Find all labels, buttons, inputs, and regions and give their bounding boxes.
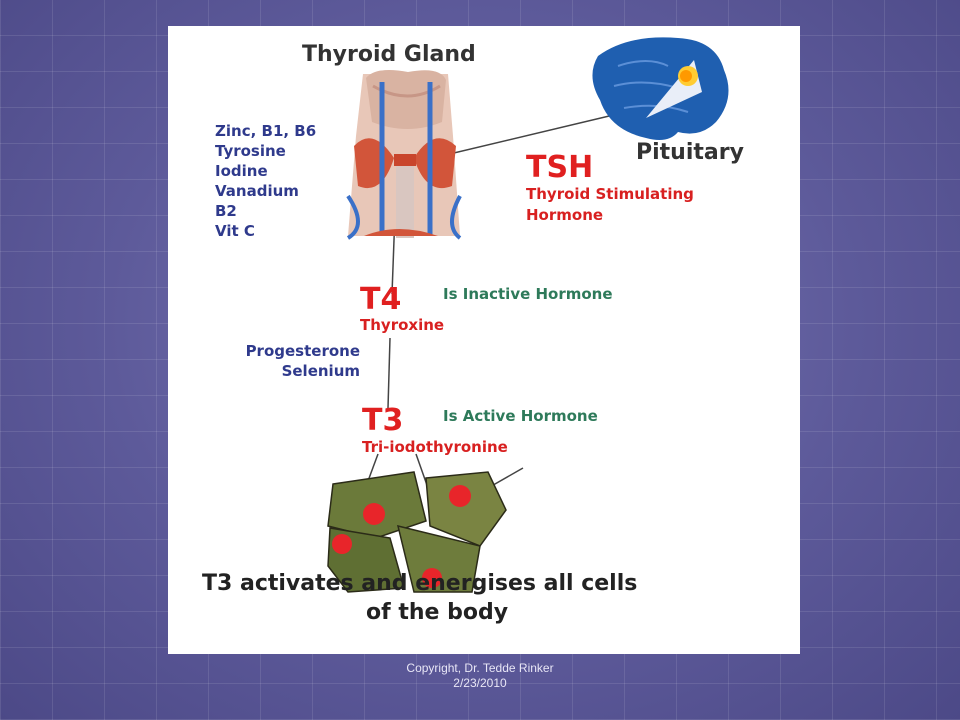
conclusion-line2: of the body	[366, 600, 509, 625]
nutrient-item: Vit C	[215, 222, 255, 240]
nutrient-item: Vanadium	[215, 182, 299, 200]
t4-label: T4	[360, 282, 402, 317]
nutrient-item: Zinc, B1, B6	[215, 122, 317, 140]
tsh-description-line1: Thyroid Stimulating	[526, 185, 694, 203]
brain-pituitary-illustration	[592, 37, 729, 140]
date-line: 2/23/2010	[453, 676, 507, 690]
cofactor-progesterone: Progesterone	[245, 342, 360, 360]
tsh-description: Thyroid Stimulating Hormone	[526, 184, 694, 226]
copyright-footer: Copyright, Dr. Tedde Rinker 2/23/2010	[380, 661, 580, 691]
cells-illustration	[327, 471, 507, 593]
conclusion-line1: T3 activates and energises all cells	[202, 571, 638, 596]
t3-note: Is Active Hormone	[443, 407, 598, 425]
nutrient-item: B2	[215, 202, 237, 220]
pituitary-label: Pituitary	[636, 140, 744, 165]
diagram-artwork	[327, 37, 729, 593]
copyright-line: Copyright, Dr. Tedde Rinker	[406, 661, 554, 675]
t4-name: Thyroxine	[360, 316, 445, 334]
diagram-panel: Thyroid Gland Zinc, B1, B6 Tyrosine Iodi…	[168, 26, 800, 654]
nutrient-item: Iodine	[215, 162, 268, 180]
t4-note: Is Inactive Hormone	[443, 285, 613, 303]
tsh-label: TSH	[526, 150, 594, 185]
conclusion-text: T3 activates and energises all cells of …	[202, 569, 637, 627]
cofactor-selenium: Selenium	[281, 362, 360, 380]
nutrient-item: Tyrosine	[215, 142, 286, 160]
connector-t3-cells-a	[367, 453, 379, 482]
connector-t4-t3	[387, 337, 391, 409]
t3-label: T3	[362, 403, 404, 438]
thyroid-neck-illustration	[346, 70, 462, 240]
t3-name: Tri-iodothyronine	[362, 438, 508, 456]
thyroid-gland-title: Thyroid Gland	[302, 42, 476, 67]
tsh-description-line2: Hormone	[526, 206, 604, 224]
